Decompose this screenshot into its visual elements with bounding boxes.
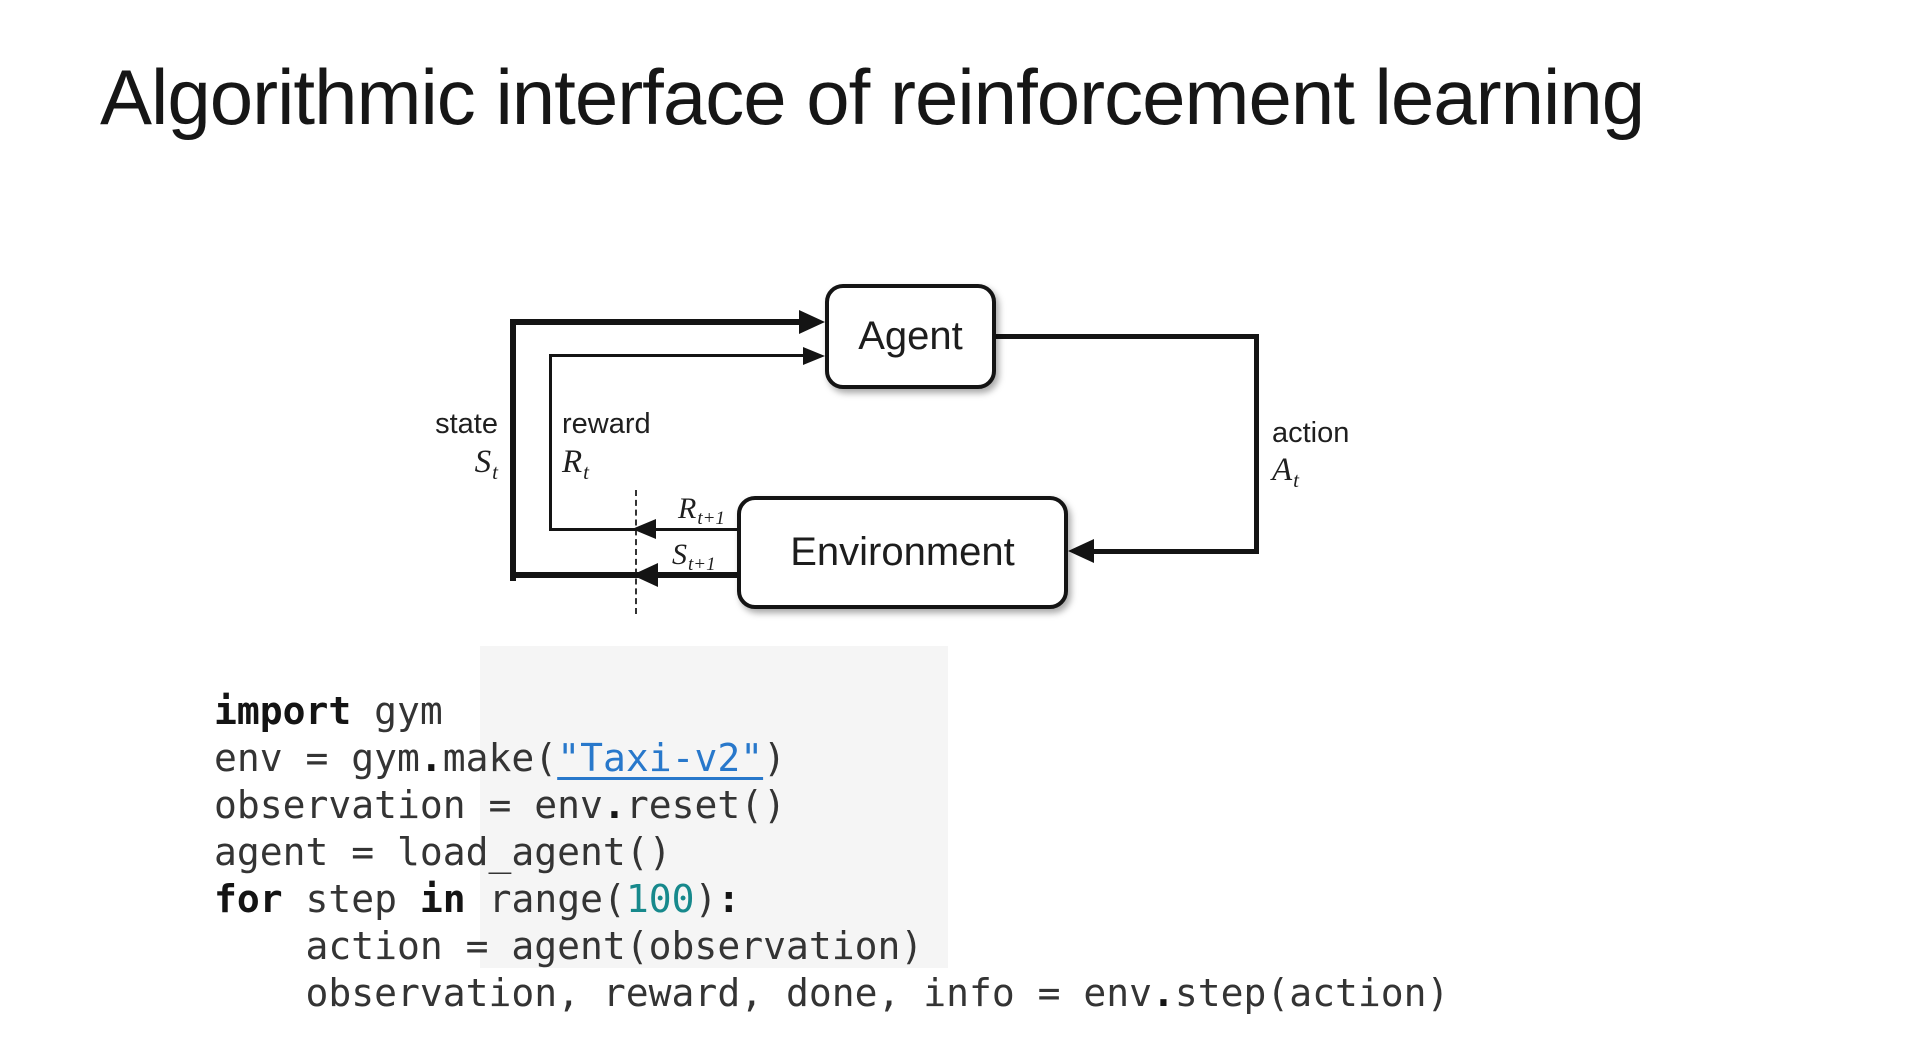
state-label: state: [435, 408, 498, 440]
code-token: make(: [442, 736, 558, 780]
page-title: Algorithmic interface of reinforcement l…: [100, 53, 1645, 141]
arrowhead-next-state-icon: [632, 563, 658, 587]
code-token: .: [602, 783, 626, 827]
code-token: env = gym: [214, 736, 420, 780]
code-token: step: [282, 877, 420, 921]
arrowhead-action-into-environment-icon: [1068, 539, 1094, 563]
code-token: ): [694, 877, 718, 921]
code-line: agent = load_agent(): [214, 829, 1449, 876]
code-token: range(: [465, 877, 626, 921]
state-line-bottom: [510, 572, 737, 578]
state-line-vertical: [510, 319, 516, 581]
arrowhead-next-reward-icon: [632, 519, 656, 539]
code-token: import: [214, 689, 352, 733]
code-token: ): [763, 736, 786, 780]
code-token: observation = env: [214, 783, 603, 827]
code-line: import gym: [214, 688, 1449, 735]
code-token: step(action): [1174, 971, 1450, 1015]
environment-box: Environment: [737, 496, 1068, 609]
agent-label: Agent: [858, 314, 963, 358]
next-reward-symbol: Rt+1: [678, 492, 725, 529]
code-line: observation, reward, done, info = env.st…: [214, 970, 1450, 1017]
reward-label: reward: [562, 408, 651, 440]
agent-box: Agent: [825, 284, 996, 389]
reward-line-vertical: [549, 354, 552, 531]
state-line-top: [510, 319, 801, 325]
action-symbol: At: [1272, 452, 1300, 492]
action-label: action: [1272, 417, 1350, 449]
code-token: 100: [625, 877, 695, 921]
state-symbol: St: [474, 444, 498, 484]
code-token: gym: [351, 689, 443, 733]
action-line-top: [996, 334, 1259, 339]
code-token: in: [419, 877, 466, 921]
code-line: for step in range(100):: [214, 876, 1449, 923]
arrowhead-state-into-agent-icon: [799, 310, 825, 334]
next-state-symbol: St+1: [672, 538, 716, 575]
code-token: action = agent(observation): [214, 924, 924, 968]
code-background-patch: [480, 646, 948, 968]
timestep-dashed-line: [635, 490, 637, 614]
code-line: observation = env.reset(): [214, 782, 1449, 829]
code-token: .: [419, 736, 443, 780]
code-token: observation, reward, done, info = env: [214, 971, 1153, 1015]
code-line: action = agent(observation): [214, 923, 1449, 970]
code-token: :: [717, 877, 741, 921]
reward-symbol: Rt: [562, 444, 590, 484]
code-token: .: [1152, 971, 1175, 1015]
code-token: for: [214, 877, 283, 921]
reward-line-top: [549, 354, 805, 357]
action-line-vertical: [1254, 334, 1259, 554]
arrowhead-reward-into-agent-icon: [803, 347, 825, 365]
code-token: reset(): [625, 783, 786, 827]
taxi-v2-link[interactable]: "Taxi-v2": [557, 736, 764, 780]
action-line-bottom: [1088, 549, 1259, 554]
environment-label: Environment: [790, 530, 1015, 574]
code-token: agent = load_agent(): [214, 830, 672, 874]
code-line: env = gym.make("Taxi-v2"): [214, 735, 1449, 782]
